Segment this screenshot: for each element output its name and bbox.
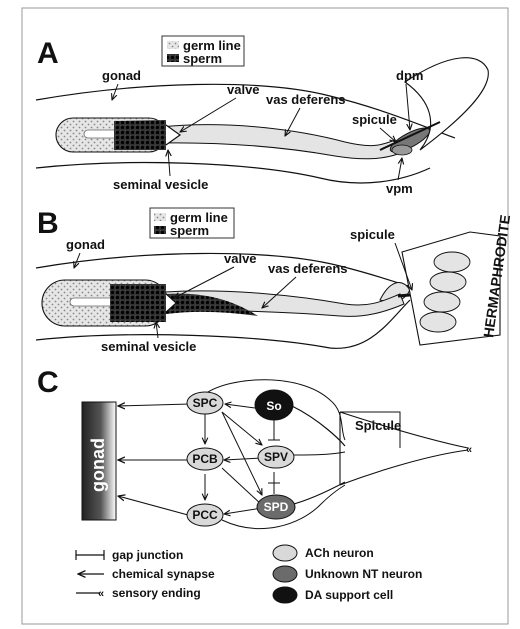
sensory-ending-symbol-mark: « <box>98 588 104 600</box>
legend-da-support-cell: DA support cell <box>305 588 393 602</box>
legend-chemical-synapse: chemical synapse <box>112 567 215 581</box>
egg-3 <box>424 292 460 312</box>
edge-spc-gonad <box>118 404 190 406</box>
pointer-gonad-b <box>74 253 80 268</box>
legend-sperm-a: sperm <box>183 51 222 66</box>
panel-a: A germ line sperm gonad valve vas defere… <box>36 36 488 196</box>
seminal-vesicle-mass-b <box>110 284 166 322</box>
label-vas-deferens-a: vas deferens <box>266 92 346 107</box>
label-gonad-b: gonad <box>66 237 105 252</box>
node-spc-label: SPC <box>193 396 218 410</box>
pointer-dpm-a <box>406 84 410 130</box>
edge-pcb-spd <box>222 468 262 505</box>
legend-ach-neuron: ACh neuron <box>305 546 374 560</box>
edge-spv-pcb <box>224 458 262 460</box>
pointer-spicule-a <box>380 128 396 142</box>
panel-a-letter: A <box>37 37 59 70</box>
legend-gap-junction: gap junction <box>112 548 183 562</box>
label-dpm-a: dpm <box>396 68 423 83</box>
edge-so-spicule <box>292 406 345 446</box>
pointer-seminal-vesicle-b <box>156 322 158 338</box>
label-spicule-c: Spicule <box>355 418 401 433</box>
node-pcc-label: PCC <box>192 508 218 522</box>
label-vas-deferens-b: vas deferens <box>268 261 348 276</box>
edge-spc-spd <box>222 412 262 495</box>
panel-b-letter: B <box>37 207 59 240</box>
node-spd-label: SPD <box>264 500 289 514</box>
node-so-label: So <box>266 399 281 413</box>
node-spv-label: SPV <box>264 450 288 464</box>
label-valve-b: valve <box>224 251 257 266</box>
edge-so-spc <box>225 404 255 408</box>
edge-pcc-gonad <box>118 496 188 515</box>
egg-1 <box>434 252 470 272</box>
edge-spd-pcc <box>224 508 262 514</box>
pointer-vpm-a <box>398 158 402 180</box>
pointer-gonad-a <box>112 84 118 100</box>
label-spicule-b: spicule <box>350 227 395 242</box>
label-vpm-a: vpm <box>386 181 413 196</box>
panel-c-legend: gap junction chemical synapse « sensory … <box>76 545 422 603</box>
label-spicule-a: spicule <box>352 112 397 127</box>
panel-b: B germ line sperm HERMAPHRODITE gonad va… <box>36 207 513 354</box>
legend-unknown-nt-neuron: Unknown NT neuron <box>305 567 422 581</box>
edge-spc-spv <box>222 412 262 445</box>
germ-line-swatch-a <box>167 41 179 49</box>
seminal-vesicle-mass-a <box>114 120 166 150</box>
egg-2 <box>430 272 466 292</box>
unknown-nt-neuron-swatch <box>273 566 297 582</box>
edge-spd-spicule <box>290 482 345 505</box>
body-outline-bottom-a <box>36 163 430 183</box>
sperm-swatch-b <box>154 226 166 234</box>
germ-line-swatch-b <box>154 213 166 221</box>
ach-neuron-swatch <box>273 545 297 561</box>
legend-sensory-ending: sensory ending <box>112 586 201 600</box>
sperm-swatch-a <box>167 54 179 62</box>
panel-c: C gonad Spicule « SPC PCB <box>37 366 472 603</box>
label-seminal-vesicle-a: seminal vesicle <box>113 177 208 192</box>
label-valve-a: valve <box>227 82 260 97</box>
da-support-cell-swatch <box>273 587 297 603</box>
vas-deferens-a <box>160 125 398 159</box>
node-pcb-label: PCB <box>192 452 218 466</box>
vpm-muscle-a <box>392 145 412 155</box>
egg-4 <box>420 312 456 332</box>
label-seminal-vesicle-b: seminal vesicle <box>101 339 196 354</box>
label-gonad-a: gonad <box>102 68 141 83</box>
sensory-ending-mark: « <box>466 444 472 456</box>
label-gonad-block: gonad <box>88 438 108 492</box>
panel-c-letter: C <box>37 366 59 399</box>
edge-spv-spicule <box>290 452 345 455</box>
legend-sperm-b: sperm <box>170 223 209 238</box>
